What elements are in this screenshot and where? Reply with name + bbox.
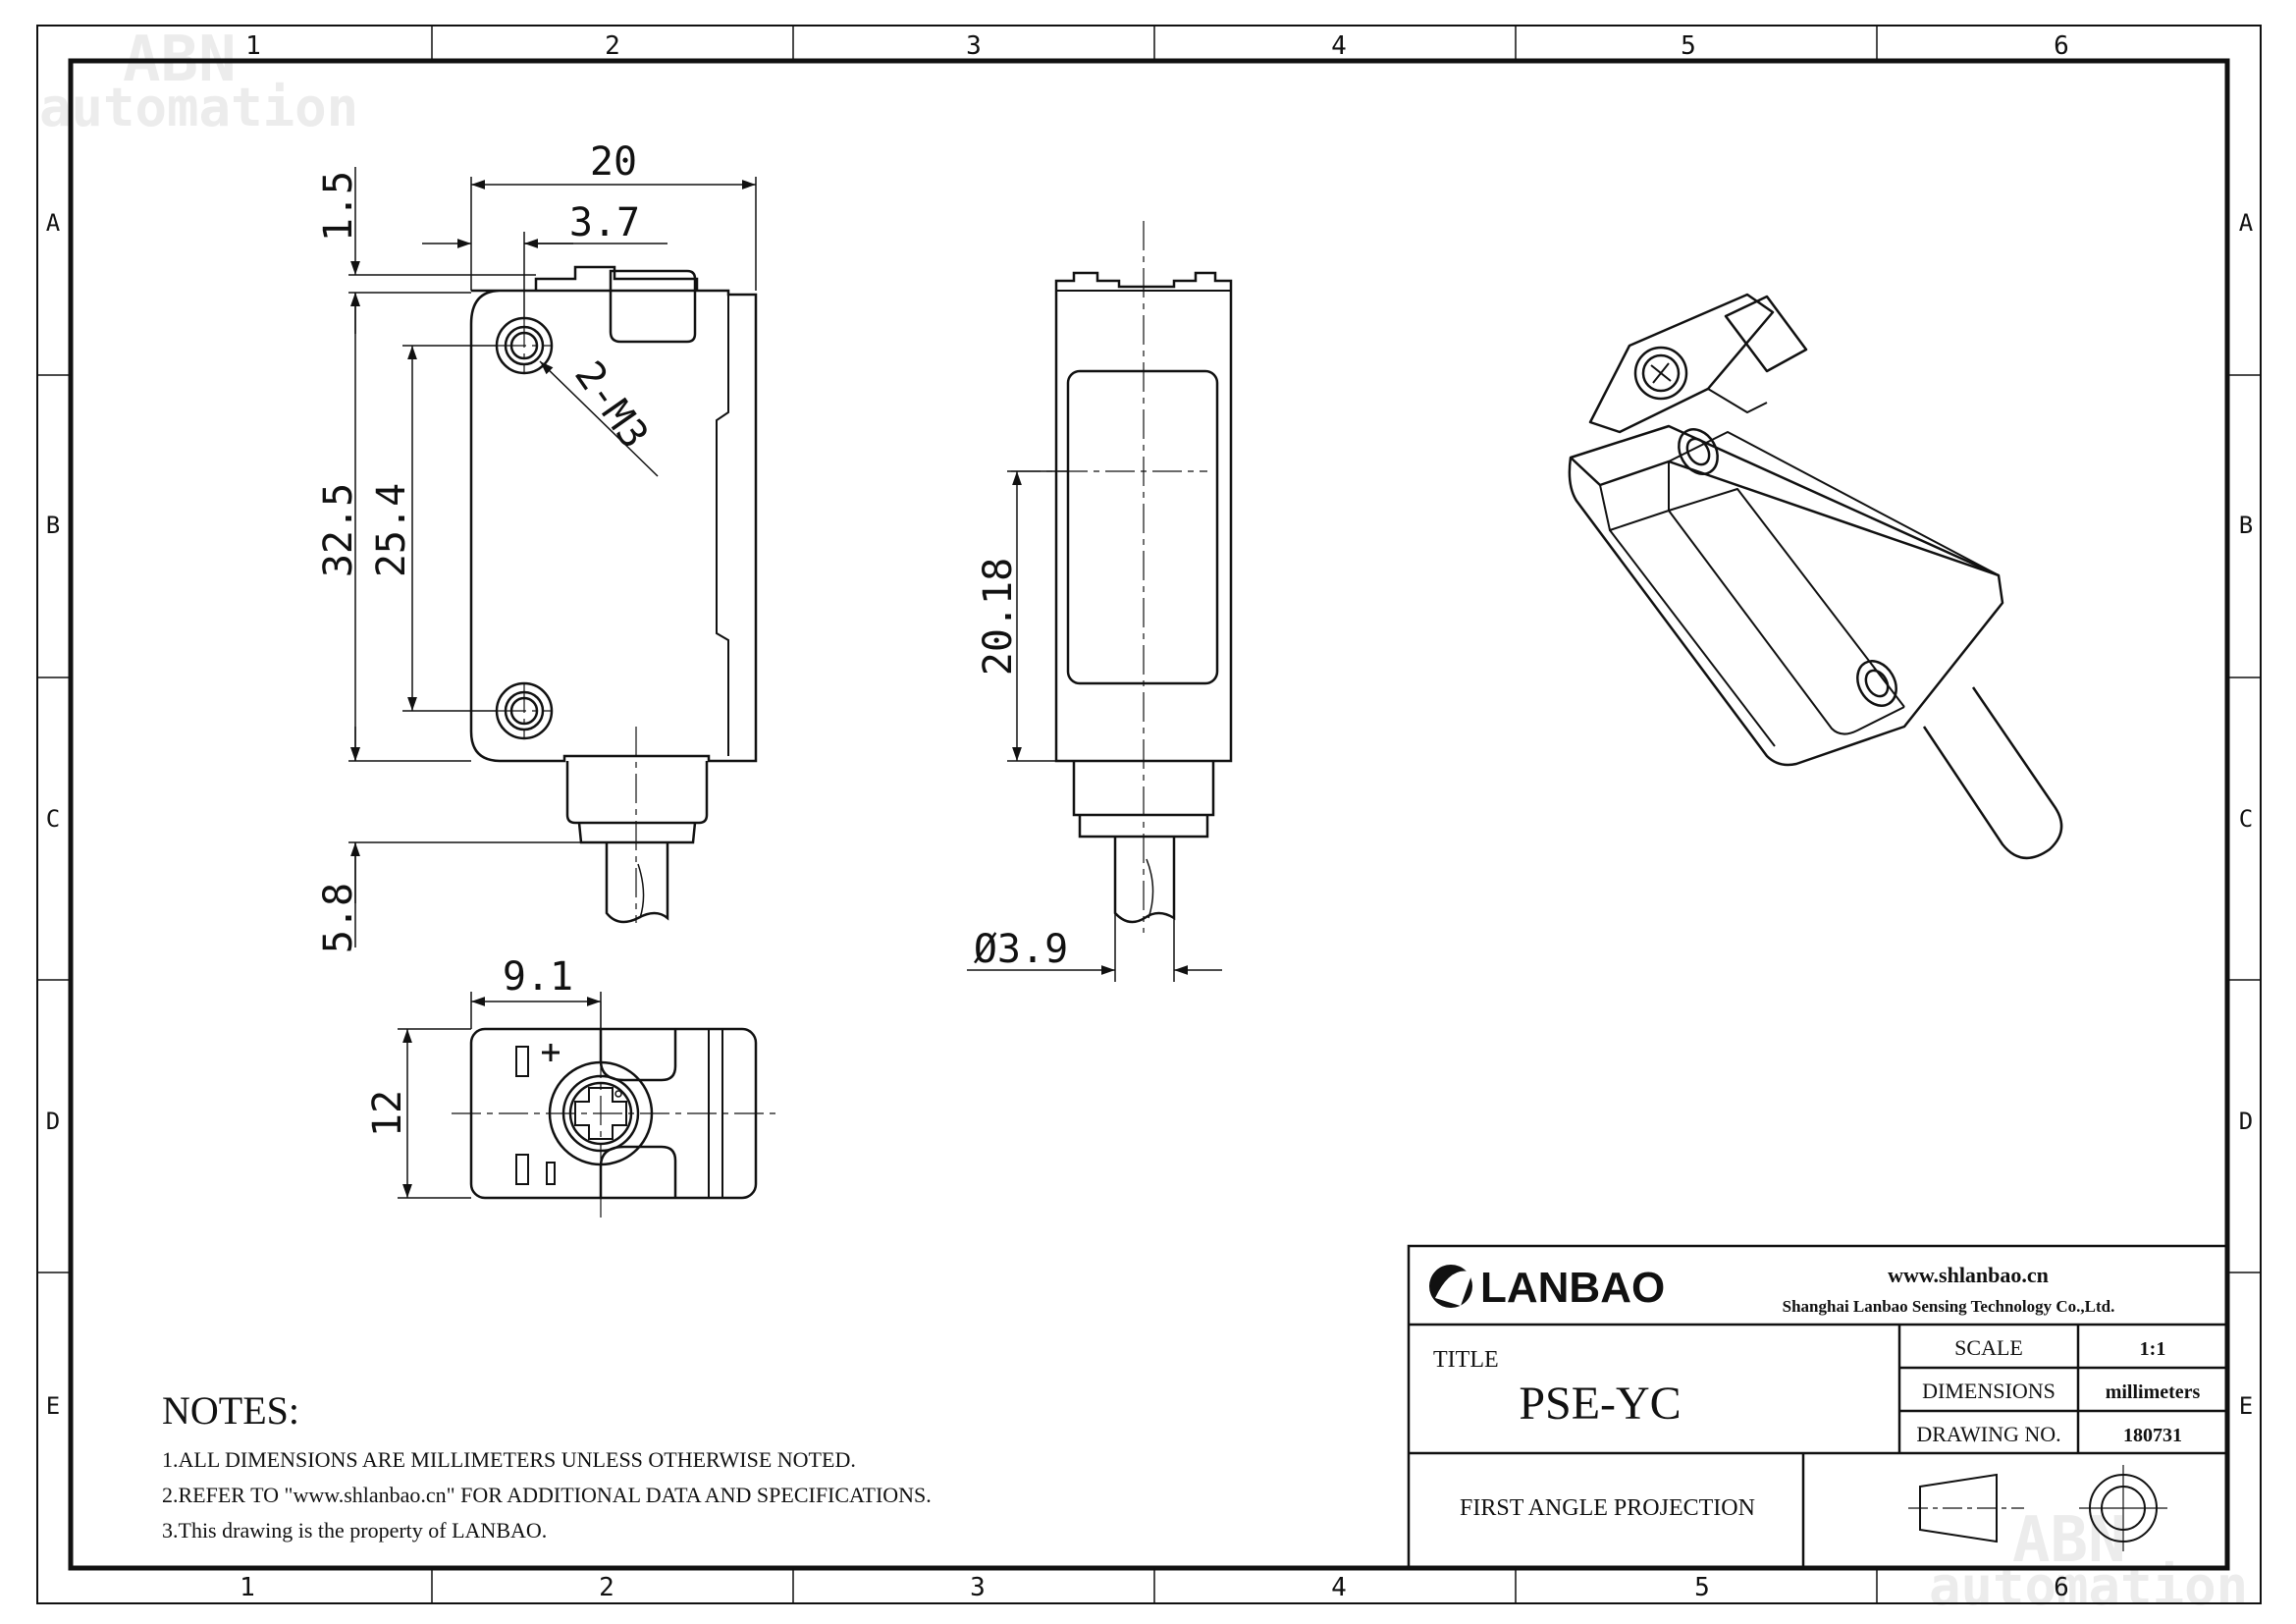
watermark-top-left: ABN automation bbox=[39, 24, 358, 138]
watermark-tagline: automation bbox=[1929, 1555, 2248, 1617]
dimension-offset: 3.7 bbox=[569, 200, 640, 245]
dimension-window: 20.18 bbox=[976, 558, 1021, 676]
row-label: E bbox=[2239, 1392, 2253, 1420]
scale-label: SCALE bbox=[1954, 1335, 2023, 1360]
frame-row-labels: A B C D E A B C D E bbox=[46, 209, 2254, 1420]
row-label: B bbox=[46, 512, 60, 539]
column-label: 4 bbox=[1331, 1573, 1347, 1602]
scale-value: 1:1 bbox=[2140, 1338, 2166, 1360]
dimensions-value: millimeters bbox=[2106, 1381, 2201, 1403]
dimension-top: 1.5 bbox=[316, 171, 361, 242]
projection-label: FIRST ANGLE PROJECTION bbox=[1460, 1495, 1755, 1521]
row-label: A bbox=[2239, 209, 2254, 237]
drawing-frame bbox=[36, 25, 2262, 1604]
note-item: 2.REFER TO "www.shlanbao.cn" FOR ADDITIO… bbox=[162, 1483, 932, 1507]
column-label: 2 bbox=[605, 31, 620, 61]
dimension-cable: Ø3.9 bbox=[974, 927, 1068, 972]
front-view bbox=[469, 265, 758, 924]
notes-heading: NOTES: bbox=[162, 1388, 299, 1433]
row-label: E bbox=[46, 1392, 60, 1420]
notes: NOTES: 1.ALL DIMENSIONS ARE MILLIMETERS … bbox=[162, 1388, 932, 1543]
row-label: C bbox=[46, 805, 60, 833]
hole-callout: 2-M3 bbox=[565, 353, 657, 457]
note-item: 3.This drawing is the property of LANBAO… bbox=[162, 1518, 547, 1543]
column-label: 2 bbox=[599, 1573, 614, 1602]
column-label: 5 bbox=[1681, 31, 1696, 61]
dimension-pot: 9.1 bbox=[503, 954, 573, 1000]
frame-column-labels: 1 2 3 4 5 6 1 2 3 4 5 6 bbox=[240, 31, 2069, 1602]
dimension-height: 32.5 bbox=[316, 483, 361, 577]
first-angle-projection-symbol bbox=[1908, 1465, 2167, 1551]
website: www.shlanbao.cn bbox=[1888, 1263, 2049, 1287]
watermark-bottom-right: ABN automation bbox=[1929, 1504, 2248, 1617]
column-label: 4 bbox=[1331, 31, 1347, 61]
side-view-centerlines bbox=[1011, 221, 1207, 933]
top-view-dimension-labels: 9.1 12 bbox=[365, 954, 573, 1137]
column-label: 6 bbox=[2054, 31, 2069, 61]
dimension-connector: 5.8 bbox=[316, 883, 361, 953]
watermark-brand: ABN bbox=[2012, 1504, 2126, 1577]
watermark-tagline: automation bbox=[39, 77, 358, 138]
row-label: B bbox=[2239, 512, 2253, 539]
row-label: C bbox=[2239, 805, 2253, 833]
title-block: LANBAO www.shlanbao.cn Shanghai Lanbao S… bbox=[1407, 1244, 2229, 1570]
logo-text: LANBAO bbox=[1480, 1264, 1665, 1312]
top-view-dimensions bbox=[398, 992, 602, 1199]
dimension-depth: 12 bbox=[365, 1090, 410, 1137]
dimension-width: 20 bbox=[590, 139, 637, 185]
row-label: D bbox=[2239, 1108, 2253, 1135]
title-label: TITLE bbox=[1433, 1347, 1499, 1373]
dimensions-label: DIMENSIONS bbox=[1922, 1379, 2056, 1403]
drawing-no-label: DRAWING NO. bbox=[1916, 1422, 2060, 1446]
company-name: Shanghai Lanbao Sensing Technology Co.,L… bbox=[1783, 1297, 2115, 1316]
column-label: 3 bbox=[966, 31, 982, 61]
isometric-view bbox=[1568, 293, 2063, 859]
column-label: 3 bbox=[970, 1573, 986, 1602]
drawing-no-value: 180731 bbox=[2123, 1425, 2182, 1446]
side-view-dimensions bbox=[967, 470, 1222, 982]
column-label: 1 bbox=[245, 31, 261, 61]
drawing-title: PSE-YC bbox=[1519, 1378, 1681, 1430]
front-view-dimensions bbox=[348, 167, 757, 947]
dimension-hole-pitch: 25.4 bbox=[369, 483, 414, 577]
front-view-centerlines bbox=[497, 318, 637, 923]
column-label: 1 bbox=[240, 1573, 255, 1602]
top-view-centerlines bbox=[452, 1001, 775, 1218]
side-view-dimension-labels: 20.18 Ø3.9 bbox=[974, 558, 1068, 972]
row-label: A bbox=[46, 209, 61, 237]
lanbao-logo: LANBAO bbox=[1429, 1264, 1665, 1312]
row-label: D bbox=[46, 1108, 60, 1135]
front-view-dimension-labels: 20 3.7 1.5 32.5 25.4 5.8 2-M3 bbox=[316, 139, 657, 953]
column-label: 6 bbox=[2054, 1573, 2069, 1602]
note-item: 1.ALL DIMENSIONS ARE MILLIMETERS UNLESS … bbox=[162, 1447, 856, 1472]
column-label: 5 bbox=[1694, 1573, 1710, 1602]
